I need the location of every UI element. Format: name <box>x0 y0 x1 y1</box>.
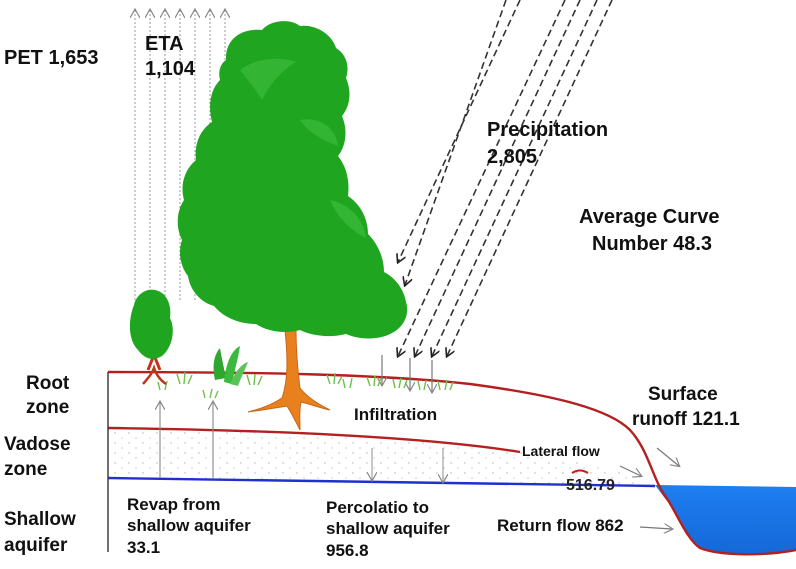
water-table-marker <box>571 469 589 474</box>
pet-label: PET 1,653 <box>4 47 99 69</box>
revap-label-line2: shallow aquifer <box>127 516 251 535</box>
infiltration-label: Infiltration <box>354 405 438 424</box>
vadose-zone-label-line1: Vadose <box>4 434 71 455</box>
surface-runoff-arrow <box>656 447 679 466</box>
percolation-arrows <box>372 448 443 482</box>
percolation-label-line3: 956.8 <box>326 541 369 560</box>
eta-value: 1,104 <box>145 58 196 80</box>
revap-label-line3: 33.1 <box>127 538 161 557</box>
curve-number-line2: Number 48.3 <box>592 233 713 255</box>
percolation-label-line2: shallow aquifer <box>326 519 450 538</box>
ground-surface-line <box>107 370 796 556</box>
root-zone-boundary <box>107 426 521 454</box>
revap-label-line1: Revap from <box>127 495 221 514</box>
vadose-zone-label-line2: zone <box>4 459 48 480</box>
percolation-label-line1: Percolatio to <box>326 498 429 517</box>
precipitation-title: Precipitation <box>487 119 609 141</box>
shallow-aquifer-label-line2: aquifer <box>4 535 68 556</box>
main-tree-icon <box>177 21 408 431</box>
grass-tufts <box>157 371 454 399</box>
water-body <box>655 485 796 554</box>
eta-title: ETA <box>145 33 184 55</box>
root-zone-label-line1: Root <box>26 373 70 394</box>
precipitation-value: 2,805 <box>487 146 538 168</box>
return-flow-label: Return flow 862 <box>497 516 624 535</box>
water-table-line <box>107 476 656 488</box>
lateral-flow-arrow <box>619 465 641 476</box>
root-zone-label-line2: zone <box>26 397 70 418</box>
infiltration-arrows <box>382 355 432 392</box>
shallow-aquifer-label-line1: Shallow <box>4 509 76 530</box>
precipitation-arrows <box>398 0 613 356</box>
small-tree-icon <box>129 289 173 386</box>
return-flow-arrow <box>639 527 672 529</box>
vadose-zone-fill <box>108 428 640 485</box>
lateral-flow-label: Lateral flow <box>522 443 600 459</box>
curve-number-line1: Average Curve <box>579 206 720 228</box>
water-table-value: 516.79 <box>566 477 615 494</box>
surface-runoff-label-line1: Surface <box>648 384 718 405</box>
revap-arrows <box>160 402 213 478</box>
shrub-icon <box>213 346 248 386</box>
surface-runoff-label-line2: runoff 121.1 <box>632 409 740 430</box>
